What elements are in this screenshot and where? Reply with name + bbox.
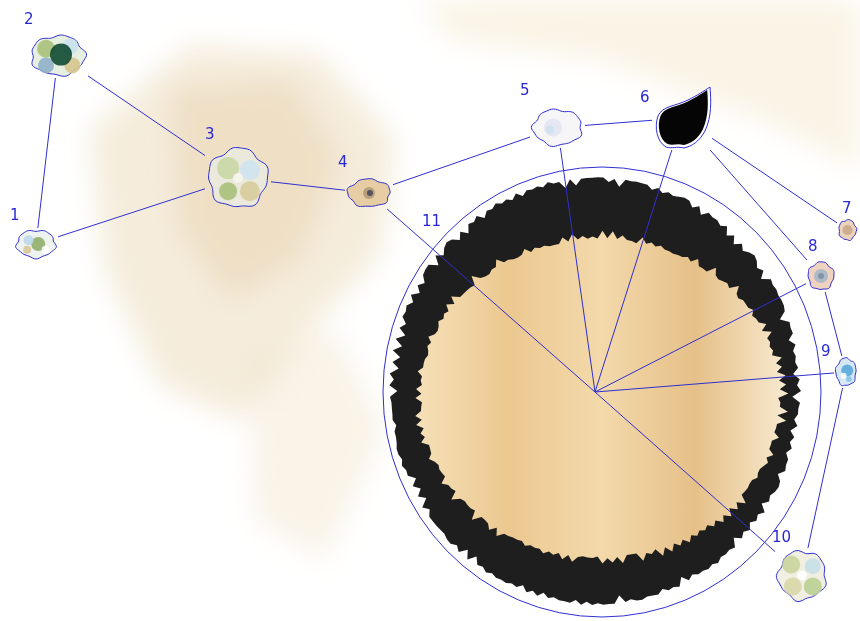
spoke-line <box>595 374 820 392</box>
callout-number: 9 <box>821 344 831 359</box>
cell-shape: 10 <box>775 548 829 603</box>
cell-outline <box>16 230 57 259</box>
shape-outline <box>834 356 858 388</box>
shape-outline <box>382 166 822 618</box>
spoke-group <box>433 170 821 542</box>
cell-outline <box>835 358 856 386</box>
connector-line <box>271 182 345 190</box>
callout-number: 4 <box>338 155 348 170</box>
shape-outline <box>205 145 271 211</box>
spoke-line <box>433 249 595 392</box>
connector-line <box>664 150 672 176</box>
cell-shape: 2 <box>28 33 88 78</box>
leaf-outline <box>656 87 710 148</box>
shape-outline <box>652 86 712 150</box>
cell-outline <box>32 35 87 76</box>
shape-outline <box>530 107 585 148</box>
callout-number: 8 <box>808 239 818 254</box>
cell-spot <box>805 558 821 574</box>
cell-spot <box>233 173 243 183</box>
cell-outline <box>776 551 826 602</box>
cell-spot <box>804 578 822 596</box>
top-wash <box>420 0 860 170</box>
connector-line <box>393 137 530 185</box>
organ-outline <box>383 167 821 617</box>
connector-line <box>560 148 563 170</box>
callout-number: 11 <box>420 213 443 230</box>
callout-number: 3 <box>205 127 215 142</box>
cell-spot <box>240 181 260 201</box>
cell-spot <box>841 373 847 379</box>
cell-spot <box>784 578 802 596</box>
cell-shape: 1 <box>14 228 58 260</box>
cell-spot <box>843 225 853 235</box>
callout-number: 5 <box>520 83 530 98</box>
cell-spot <box>814 269 828 283</box>
cell-spot <box>818 273 824 279</box>
cell-outline <box>347 179 390 207</box>
spoke-line <box>595 176 664 392</box>
organ-region: 11 <box>382 166 822 618</box>
connector-line <box>58 189 205 237</box>
connector-line <box>38 78 56 228</box>
cell-spot <box>367 190 373 196</box>
cell-outline <box>531 109 581 147</box>
shape-outline <box>775 548 829 603</box>
shape-outline <box>28 33 88 78</box>
cell-shape: 4 <box>345 177 393 209</box>
spoke-line <box>595 289 796 392</box>
cell-shape: 7 <box>837 218 858 242</box>
cell-spot <box>50 44 72 66</box>
leaf-body <box>659 90 708 145</box>
shape-outline <box>806 260 836 292</box>
cell-spot <box>219 182 237 200</box>
cell-spot <box>363 187 375 199</box>
shape-outline <box>14 228 58 260</box>
cell-shape: 5 <box>530 107 585 148</box>
cell-spot <box>42 246 50 254</box>
cell-shape: 9 <box>834 356 858 388</box>
connector-line <box>796 284 806 289</box>
cell-shape: 3 <box>205 145 271 211</box>
cell-outline <box>208 148 268 207</box>
neck-wash <box>250 330 385 560</box>
cell-outline <box>808 262 834 290</box>
organ-core <box>415 231 788 564</box>
cell-spot <box>797 571 807 581</box>
callout-number: 1 <box>10 208 20 223</box>
connector-line <box>88 76 205 156</box>
callout-number: 10 <box>772 530 791 545</box>
head-shadow <box>170 80 340 300</box>
callout-number: 6 <box>640 90 650 105</box>
connector-line <box>585 120 652 125</box>
cell-spot <box>24 235 34 245</box>
spoke-line <box>595 392 765 543</box>
cell-spot <box>846 376 852 382</box>
cell-spot <box>782 556 800 574</box>
cell-spot <box>544 119 562 137</box>
cell-outline <box>839 219 857 240</box>
leaf-shape: 6 <box>652 86 712 150</box>
callout-number: 7 <box>842 201 852 216</box>
spoke-line <box>564 170 595 392</box>
cell-spot <box>23 246 31 254</box>
shape-outline <box>837 218 858 242</box>
cell-shape: 8 <box>806 260 836 292</box>
connector-line <box>820 373 834 374</box>
cell-spot <box>546 126 554 134</box>
shape-outline <box>345 177 393 209</box>
callout-number: 2 <box>24 12 34 27</box>
